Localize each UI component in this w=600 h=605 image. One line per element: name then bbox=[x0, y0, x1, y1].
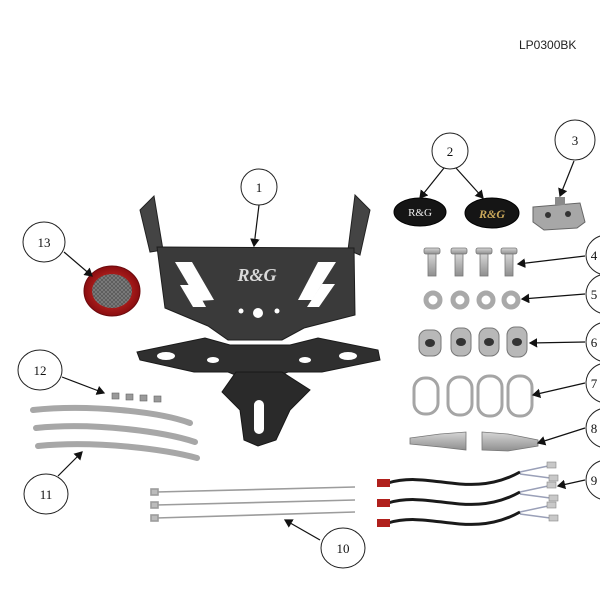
callout-4 bbox=[585, 235, 600, 275]
small-screws bbox=[111, 392, 162, 403]
mounting-tab bbox=[532, 197, 586, 231]
callouts bbox=[17, 119, 600, 569]
callout-12 bbox=[17, 349, 63, 391]
callout-label-2: 2 bbox=[447, 144, 454, 159]
reflector bbox=[83, 265, 141, 317]
o-rings bbox=[412, 374, 534, 418]
callout-6 bbox=[585, 322, 600, 362]
license-plate-bracket: R&G bbox=[136, 193, 381, 447]
callout-label-4: 4 bbox=[591, 248, 598, 263]
plate-logo: R&G bbox=[236, 265, 276, 285]
callout-13 bbox=[22, 221, 66, 263]
callout-label-13: 13 bbox=[38, 235, 51, 250]
badge-logo-right: R&G bbox=[478, 207, 505, 221]
callout-5 bbox=[585, 274, 600, 314]
leader-lines bbox=[57, 160, 586, 541]
callout-label-12: 12 bbox=[34, 363, 47, 378]
callout-label-3: 3 bbox=[572, 133, 579, 148]
cable-sleeves bbox=[409, 431, 539, 452]
callout-10 bbox=[320, 527, 366, 569]
callout-label-5: 5 bbox=[591, 287, 598, 302]
badge-logo-left: R&G bbox=[408, 207, 432, 219]
edge-trim bbox=[30, 404, 200, 461]
washers bbox=[423, 290, 521, 310]
callout-label-9: 9 bbox=[591, 473, 598, 488]
callout-7 bbox=[585, 363, 600, 403]
bolts bbox=[423, 247, 518, 277]
callout-label-6: 6 bbox=[591, 335, 598, 350]
callout-1 bbox=[240, 168, 278, 206]
callout-11 bbox=[23, 473, 69, 515]
part-code: LP0300BK bbox=[519, 38, 577, 52]
wire-harnesses bbox=[377, 461, 559, 527]
callout-label-10: 10 bbox=[337, 541, 350, 556]
callout-label-11: 11 bbox=[40, 487, 53, 502]
callout-3 bbox=[554, 119, 596, 161]
callout-numbers: 1 2 3 13 4 5 6 7 8 9 10 11 12 bbox=[34, 133, 598, 556]
callout-9 bbox=[585, 460, 600, 500]
callout-label-8: 8 bbox=[591, 421, 598, 436]
logo-badges: R&G R&G bbox=[393, 197, 520, 229]
callout-8 bbox=[585, 408, 600, 448]
callout-label-1: 1 bbox=[256, 180, 263, 195]
callout-2 bbox=[431, 132, 469, 170]
cable-ties bbox=[150, 486, 356, 522]
rubber-grommets bbox=[418, 326, 528, 358]
callout-label-7: 7 bbox=[591, 376, 598, 391]
